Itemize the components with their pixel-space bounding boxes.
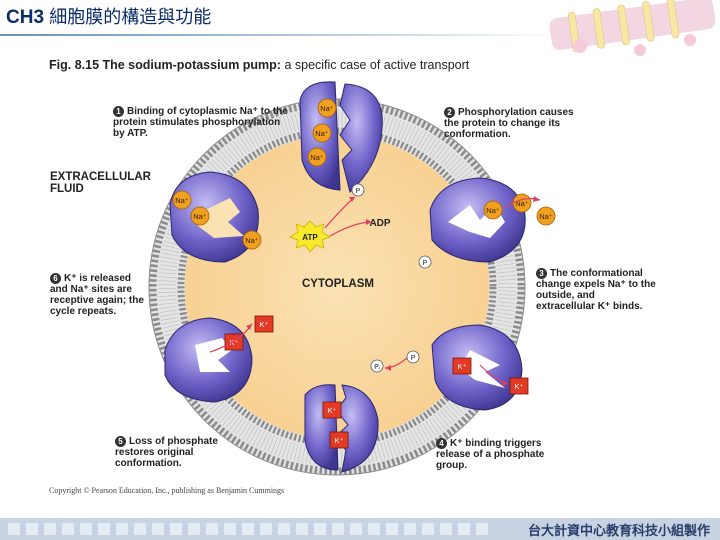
- membrane-outer-heads: [149, 99, 525, 475]
- atp-burst: ATP: [289, 220, 331, 253]
- svg-text:Na⁺: Na⁺: [193, 212, 207, 221]
- decorative-cells-image: [549, 0, 716, 56]
- extracellular-fluid-label: EXTRACELLULAR FLUID: [50, 171, 151, 195]
- na-ion: Na⁺: [317, 98, 337, 118]
- na-ion: Na⁺: [307, 147, 327, 167]
- svg-text:Na⁺: Na⁺: [320, 104, 334, 113]
- pump-protein-2: [429, 177, 526, 263]
- k-ion: K⁺: [509, 377, 529, 395]
- header-rule: [0, 34, 560, 36]
- na-ion: Na⁺: [242, 230, 262, 250]
- cytoplasm-label: CYTOPLASM: [302, 278, 374, 290]
- pump-protein-6: [169, 171, 259, 263]
- svg-text:K⁺: K⁺: [260, 320, 269, 329]
- step-text: The conformational change expels Na⁺ to …: [536, 268, 656, 312]
- slide-title: CH3 細胞膜的構造與功能: [6, 3, 211, 29]
- na-ion: Na⁺: [312, 123, 332, 143]
- na-ion: Na⁺: [483, 200, 503, 220]
- svg-text:P: P: [423, 260, 428, 267]
- svg-text:Na⁺: Na⁺: [486, 206, 500, 215]
- figure-title: Fig. 8.15 The sodium-potassium pump: a s…: [49, 58, 469, 72]
- step-number-badge: 2: [444, 107, 455, 118]
- footer-credit: 台大計資中心教育科技小組製作: [527, 524, 710, 539]
- slide-title-chinese: 細胞膜的構造與功能: [49, 7, 212, 28]
- phosphate-marker: Pᵢ: [370, 359, 384, 373]
- phosphate-marker: P: [418, 255, 432, 269]
- svg-text:Na⁺: Na⁺: [245, 236, 259, 245]
- step-text: Phosphorylation causes the protein to ch…: [444, 107, 574, 140]
- slide-title-prefix: CH3: [6, 7, 45, 28]
- step-number-badge: 3: [536, 268, 547, 279]
- pump-protein-5: [164, 317, 253, 403]
- step-text: K⁺ binding triggers release of a phospha…: [436, 438, 545, 471]
- k-ion: K⁺: [322, 401, 342, 419]
- svg-text:P: P: [356, 188, 361, 195]
- step-text: K⁺ is released and Na⁺ sites are recepti…: [50, 273, 144, 317]
- step-text: Binding of cytoplasmic Na⁺ to the protei…: [113, 106, 288, 139]
- na-ion: Na⁺: [536, 206, 556, 226]
- svg-text:Na⁺: Na⁺: [315, 129, 329, 138]
- k-ion: K⁺: [329, 431, 349, 449]
- phosphate-markers: P P P Pᵢ: [351, 183, 432, 373]
- k-ion: K⁺: [254, 315, 274, 333]
- svg-text:K⁺: K⁺: [335, 436, 344, 445]
- step-number-badge: 6: [50, 273, 61, 284]
- svg-text:Pᵢ: Pᵢ: [374, 364, 380, 371]
- step-text: Loss of phosphate restores original conf…: [115, 436, 218, 469]
- svg-text:K⁺: K⁺: [328, 406, 337, 415]
- adp-label: ADP: [369, 218, 390, 229]
- na-ion: Na⁺: [512, 193, 532, 213]
- svg-text:Na⁺: Na⁺: [515, 199, 529, 208]
- na-ion: Na⁺: [190, 206, 210, 226]
- footer-band: [0, 518, 720, 540]
- figure-title-rest: a specific case of active transport: [280, 58, 470, 72]
- figure-title-bold: Fig. 8.15 The sodium-potassium pump:: [49, 58, 281, 72]
- membrane-tails: [158, 108, 516, 466]
- svg-text:ATP: ATP: [302, 233, 318, 242]
- step-number-badge: 4: [436, 438, 447, 449]
- svg-text:Na⁺: Na⁺: [539, 212, 553, 221]
- k-ion: K⁺: [452, 357, 472, 375]
- step-number-badge: 1: [113, 106, 124, 117]
- svg-text:K⁺: K⁺: [230, 338, 239, 347]
- na-ion: Na⁺: [172, 190, 192, 210]
- copyright-notice: Copyright © Pearson Education, Inc., pub…: [49, 486, 285, 495]
- phosphate-marker: P: [351, 183, 365, 197]
- phosphate-marker: P: [406, 350, 420, 364]
- svg-text:Na⁺: Na⁺: [175, 196, 189, 205]
- svg-text:K⁺: K⁺: [458, 362, 467, 371]
- arrow-heads: [246, 196, 540, 386]
- svg-text:K⁺: K⁺: [515, 382, 524, 391]
- svg-text:P: P: [411, 355, 416, 362]
- step-number-badge: 5: [115, 436, 126, 447]
- svg-text:Na⁺: Na⁺: [310, 153, 324, 162]
